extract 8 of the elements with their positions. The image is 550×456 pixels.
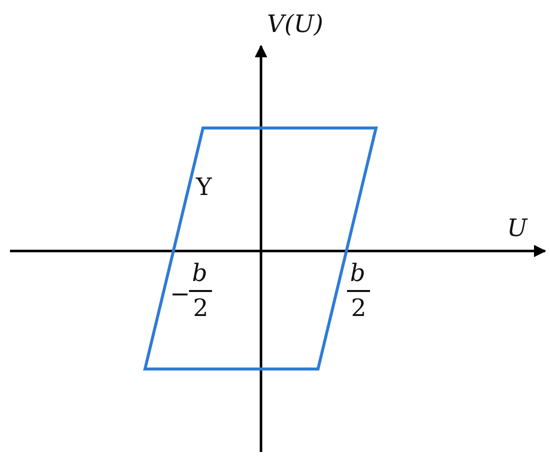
fraction-numerator: b (192, 261, 208, 285)
axis-label: V(U) (267, 12, 324, 36)
fraction-denominator: 2 (193, 296, 208, 320)
minus-sign: − (170, 282, 190, 306)
fraction-denominator: 2 (351, 296, 366, 320)
curve-label: Υ (196, 175, 212, 199)
fraction-numerator: b (350, 261, 366, 285)
axis-label: U (507, 216, 528, 240)
